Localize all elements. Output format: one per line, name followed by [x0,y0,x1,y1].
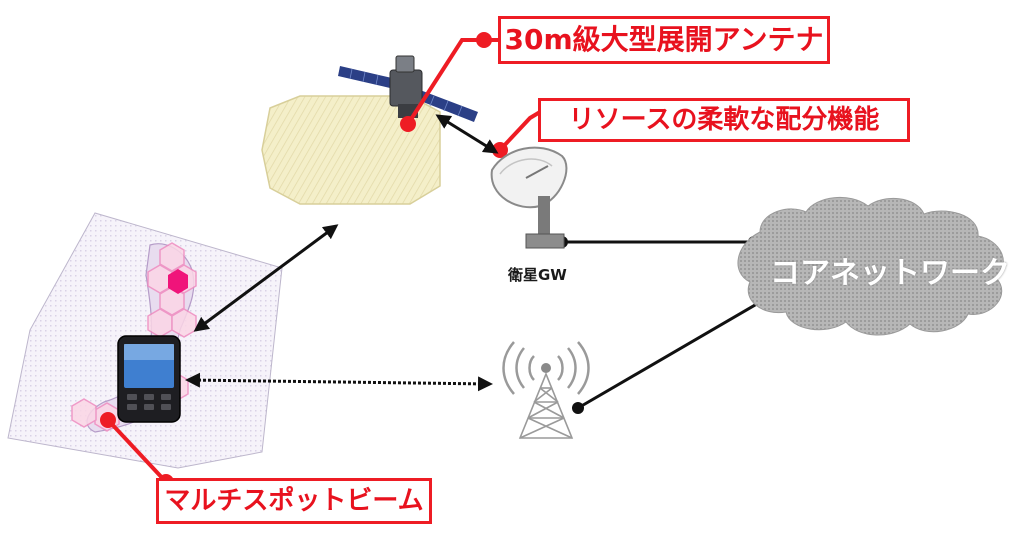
resource-callout: リソースの柔軟な配分機能 [538,98,910,142]
active-beam-icon [168,269,188,294]
coverage-area [261,95,441,205]
multispot-callout: マルチスポットビーム [156,478,432,524]
antenna-callout: 30m級大型展開アンテナ [498,16,830,64]
satellite-icon [338,55,478,122]
cell-tower-icon [502,341,590,439]
gateway-label: 衛星GW [508,266,567,284]
core-network-label: コアネットワーク [770,256,1010,291]
smartphone-icon [117,335,181,423]
cloud-icon [737,196,1004,336]
link-lines [185,114,775,410]
dish-antenna-icon [490,146,568,249]
